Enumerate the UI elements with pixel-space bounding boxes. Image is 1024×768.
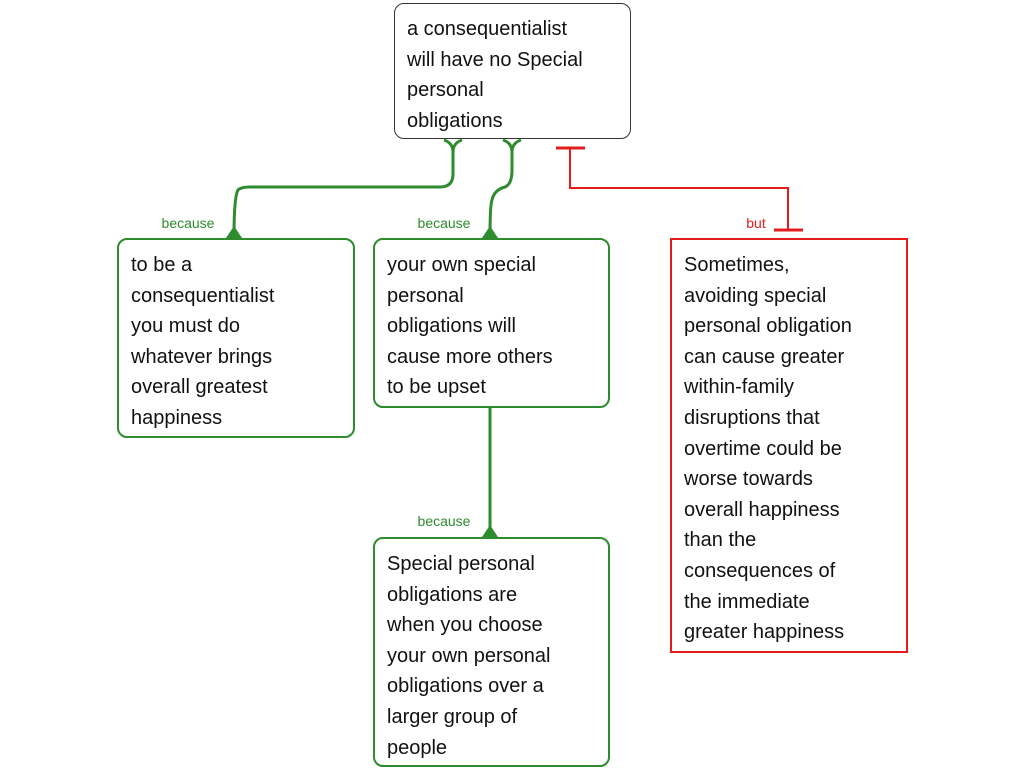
reason-box-2[interactable]: your own special personal obligations wi… [373,238,610,408]
reason-3-link-label: because [417,513,471,529]
objection-1-link-label: but [746,215,766,231]
reason-1-link-label: because [161,215,215,231]
objection-text-1: Sometimes, avoiding special personal obl… [684,254,852,644]
connector-reason-2-tip [482,226,498,238]
objection-box-1[interactable]: Sometimes, avoiding special personal obl… [670,238,908,653]
reason-box-3[interactable]: Special personal obligations are when yo… [373,537,610,767]
connector-reason-2 [488,138,522,238]
main-claim-box[interactable]: a consequentialist will have no Special … [394,3,631,139]
reason-text-2: your own special personal obligations wi… [387,254,553,399]
reason-box-1[interactable]: to be a consequentialist you must do wha… [117,238,355,438]
connector-reason-1-tip [226,226,242,238]
connector-reason-3-tip [482,525,498,537]
main-claim-text: a consequentialist will have no Special … [407,18,583,132]
connector-reason-1 [232,138,463,238]
reason-text-3: Special personal obligations are when yo… [387,553,551,759]
reason-2-link-label: because [417,215,471,231]
reason-text-1: to be a consequentialist you must do wha… [131,254,275,429]
connector-objection-1 [569,148,789,230]
